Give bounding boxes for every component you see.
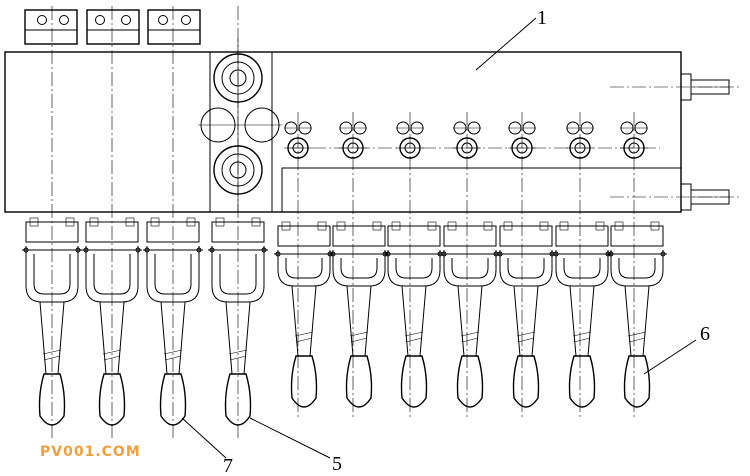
fork-arm-short <box>440 221 500 408</box>
side-bolts <box>610 73 740 211</box>
top-clamps <box>24 9 201 45</box>
callout-7: 7 <box>223 455 233 476</box>
centerlines <box>51 6 660 440</box>
top-clamp <box>24 9 78 45</box>
fork-assemblies <box>22 217 667 426</box>
fork-arm-short <box>607 221 667 408</box>
callout-6: 6 <box>700 323 710 345</box>
callout-5: 5 <box>332 453 342 475</box>
leader-lines <box>181 17 697 459</box>
fork-arm-short <box>552 221 612 408</box>
watermark: PV001.COM <box>40 444 141 460</box>
top-clamp <box>147 9 201 45</box>
fork-arm-short <box>274 221 334 408</box>
fork-arm-long <box>143 217 203 426</box>
top-clamp <box>86 9 140 45</box>
fork-arm-short <box>384 221 444 408</box>
fork-arm-long <box>208 217 268 426</box>
fork-arm-long <box>22 217 82 426</box>
main-housing <box>4 51 682 213</box>
callout-1: 1 <box>537 7 547 29</box>
shaft-row <box>284 121 648 159</box>
callout-labels: 1 5 6 7 <box>223 7 710 476</box>
fork-arm-long <box>82 217 142 426</box>
fork-arm-short <box>329 221 389 408</box>
gear-train <box>198 38 282 212</box>
fork-arm-short <box>496 221 556 408</box>
